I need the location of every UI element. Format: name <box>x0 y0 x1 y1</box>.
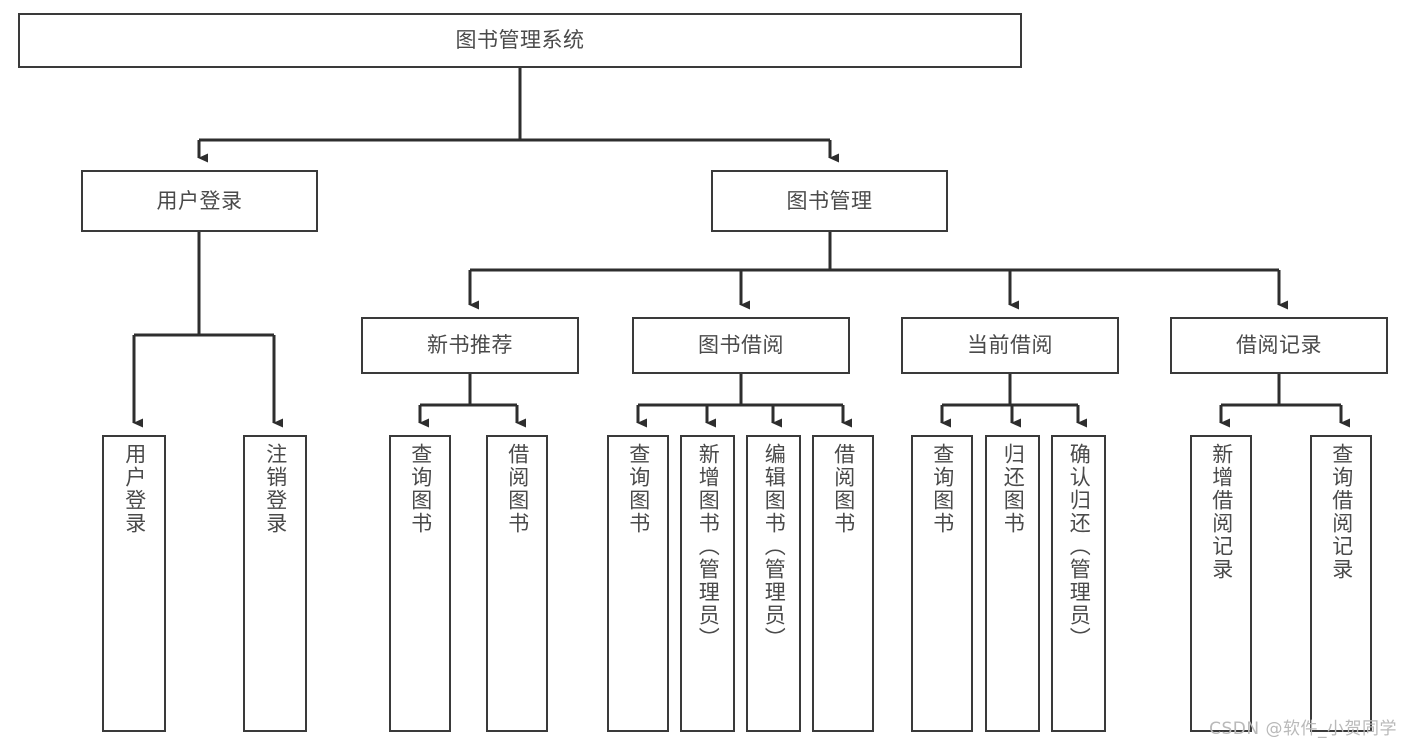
node-new-book-recommend-label: 新书推荐 <box>427 333 513 358</box>
leaf-logout[interactable]: 注销登录 <box>243 435 307 732</box>
leaf-query-book-newbook[interactable]: 查询图书 <box>389 435 451 732</box>
leaf-user-login-label: 用户登录 <box>122 443 147 535</box>
leaf-borrow-book-label: 借阅图书 <box>831 443 856 535</box>
leaf-return-book[interactable]: 归还图书 <box>985 435 1040 732</box>
node-book-management[interactable]: 图书管理 <box>711 170 948 232</box>
leaf-query-borrow-record-label: 查询借阅记录 <box>1329 443 1354 581</box>
leaf-query-borrow-record[interactable]: 查询借阅记录 <box>1310 435 1372 732</box>
node-current-borrow-label: 当前借阅 <box>967 333 1053 358</box>
leaf-query-book-borrow-label: 查询图书 <box>626 443 651 535</box>
node-new-book-recommend[interactable]: 新书推荐 <box>361 317 579 374</box>
leaf-query-book-current-label: 查询图书 <box>930 443 955 535</box>
leaf-return-book-label: 归还图书 <box>1001 443 1026 535</box>
node-root[interactable]: 图书管理系统 <box>18 13 1022 68</box>
leaf-logout-label: 注销登录 <box>263 443 288 535</box>
node-current-borrow[interactable]: 当前借阅 <box>901 317 1119 374</box>
leaf-confirm-return-admin-label: 确认归还（管理员） <box>1067 443 1092 650</box>
leaf-edit-book-admin-label: 编辑图书（管理员） <box>762 443 787 650</box>
leaf-confirm-return-admin[interactable]: 确认归还（管理员） <box>1051 435 1106 732</box>
node-user-login[interactable]: 用户登录 <box>81 170 318 232</box>
node-borrow-records[interactable]: 借阅记录 <box>1170 317 1388 374</box>
node-borrow-records-label: 借阅记录 <box>1236 333 1322 358</box>
leaf-borrow-book-newbook-label: 借阅图书 <box>505 443 530 535</box>
leaf-query-book-borrow[interactable]: 查询图书 <box>607 435 669 732</box>
node-book-borrow[interactable]: 图书借阅 <box>632 317 850 374</box>
leaf-add-book-admin-label: 新增图书（管理员） <box>696 443 721 650</box>
leaf-add-book-admin[interactable]: 新增图书（管理员） <box>680 435 735 732</box>
node-book-management-label: 图书管理 <box>786 188 873 213</box>
leaf-borrow-book[interactable]: 借阅图书 <box>812 435 874 732</box>
leaf-borrow-book-newbook[interactable]: 借阅图书 <box>486 435 548 732</box>
node-root-label: 图书管理系统 <box>455 28 585 53</box>
leaf-query-book-current[interactable]: 查询图书 <box>911 435 973 732</box>
leaf-add-borrow-record-label: 新增借阅记录 <box>1209 443 1234 581</box>
node-user-login-label: 用户登录 <box>156 188 243 213</box>
leaf-edit-book-admin[interactable]: 编辑图书（管理员） <box>746 435 801 732</box>
node-book-borrow-label: 图书借阅 <box>698 333 784 358</box>
leaf-user-login[interactable]: 用户登录 <box>102 435 166 732</box>
leaf-query-book-newbook-label: 查询图书 <box>408 443 433 535</box>
leaf-add-borrow-record[interactable]: 新增借阅记录 <box>1190 435 1252 732</box>
